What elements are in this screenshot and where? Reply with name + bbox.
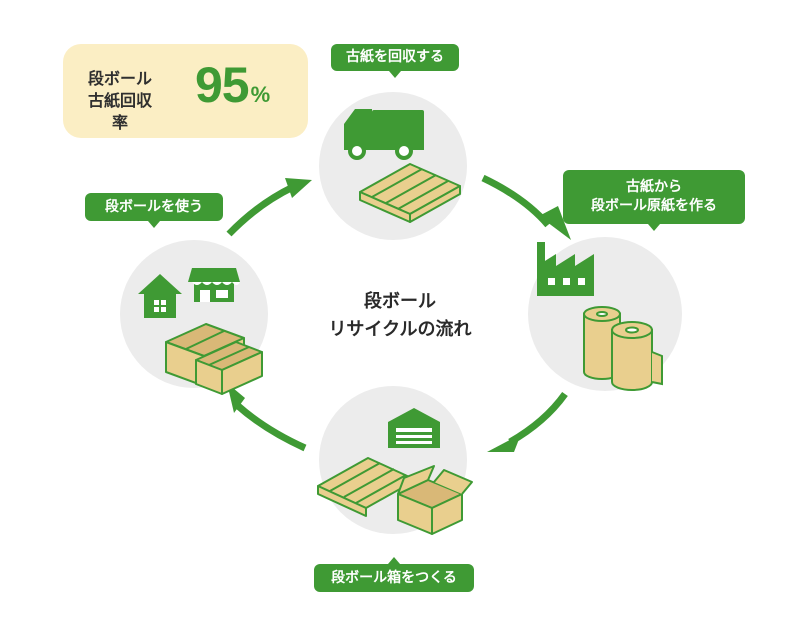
diagram-title: 段ボール リサイクルの流れ (300, 288, 500, 344)
diagram-title-line1: 段ボール (364, 291, 436, 312)
recovery-rate-label-line2: 古紙回収率 (87, 91, 152, 132)
recovery-rate-label: 段ボール 古紙回収率 (85, 68, 155, 134)
recovery-rate-value: 95% (195, 56, 271, 114)
diagram-title-line2: リサイクルの流れ (328, 319, 472, 340)
truck-icon (344, 109, 424, 160)
step-label-make-box: 段ボール箱をつくる (314, 557, 474, 592)
step-label-make-paper-line2: 段ボール原紙を作る (591, 198, 717, 214)
recovery-rate-unit: % (250, 82, 271, 107)
warehouse-icon (388, 408, 440, 448)
arrow-paper-to-box (508, 391, 568, 446)
paper-roll-icon (583, 306, 663, 391)
recovery-rate-label-line1: 段ボール (87, 69, 152, 88)
factory-icon (537, 242, 594, 296)
arrow-collect-to-paper (481, 174, 551, 228)
arrow-box-to-use (234, 402, 307, 452)
arrow-use-to-collect (226, 183, 295, 237)
step-label-use: 段ボールを使う (85, 193, 223, 228)
recovery-rate-box: 段ボール 古紙回収率 95% (63, 44, 308, 138)
recovery-rate-number: 95 (195, 57, 250, 113)
cardboard-icon (359, 163, 461, 223)
shop-icon (188, 268, 240, 302)
step-label-make-paper: 古紙から 段ボール原紙を作る (563, 170, 745, 231)
cardboard-sheets-icon (317, 457, 417, 517)
house-icon (138, 274, 182, 318)
step-label-make-paper-line1: 古紙から (626, 179, 682, 195)
step-label-collect: 古紙を回収する (331, 44, 459, 78)
taped-boxes-icon (165, 323, 263, 395)
open-box-icon (397, 465, 473, 535)
